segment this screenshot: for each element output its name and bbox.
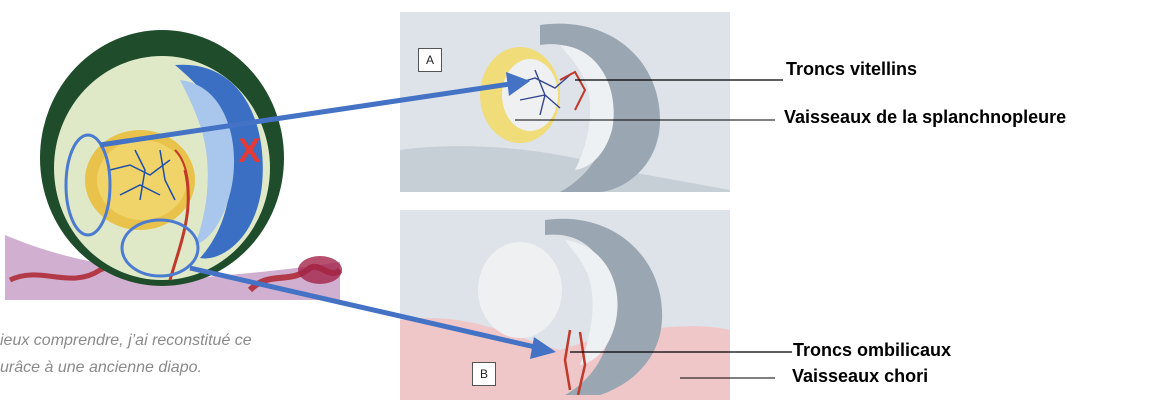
x-marker: X (238, 132, 261, 171)
panel-a-illustration (400, 12, 783, 192)
panel-a-letter: A (418, 48, 442, 72)
label-vaisseaux-chori: Vaisseaux chori (792, 366, 928, 387)
note-line-1: ieux comprendre, j’ai reconstitué ce (0, 328, 252, 354)
label-troncs-ombilicaux: Troncs ombilicaux (793, 340, 951, 361)
panel-b-letter: B (472, 362, 496, 386)
note-line-2: urâce à une ancienne diapo. (0, 355, 202, 381)
panel-b-illustration (400, 210, 792, 400)
panel-b-yolk-sac (478, 242, 562, 338)
maternal-lacuna (298, 256, 342, 284)
label-vaisseaux-splanchnopleure: Vaisseaux de la splanchnopleure (784, 107, 1066, 128)
embryo-illustration (5, 30, 342, 300)
label-troncs-vitellins: Troncs vitellins (786, 59, 917, 80)
